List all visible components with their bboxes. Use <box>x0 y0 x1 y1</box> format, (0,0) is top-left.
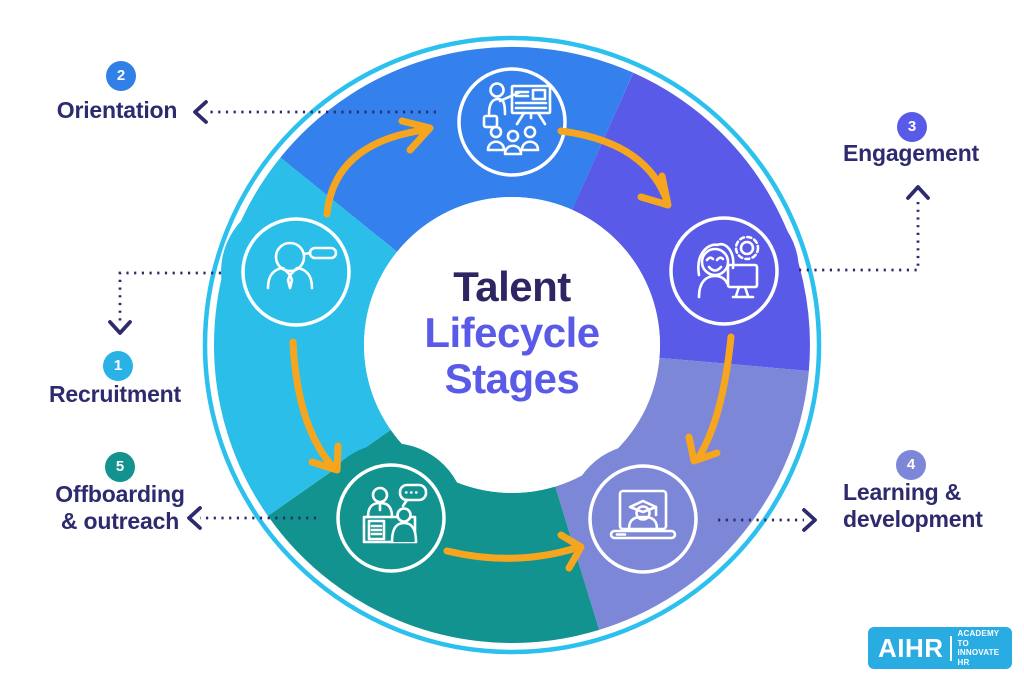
learning-graduate-laptop-icon <box>609 489 677 540</box>
engagement-employee-icon <box>697 235 760 299</box>
stage-number-badge-orientation: 2 <box>106 61 136 91</box>
aihr-logo-tagline: ACADEMY TO INNOVATE HR <box>957 629 1000 667</box>
logo-divider <box>949 635 952 661</box>
orientation-presenter-icon <box>482 82 552 156</box>
connector-arrowhead-offboarding <box>187 506 202 530</box>
arrowhead-icon <box>398 117 434 154</box>
arrowhead-icon <box>557 531 585 572</box>
stage-number-badge-recruitment: 1 <box>103 351 133 381</box>
arrowhead-icon <box>637 172 672 209</box>
icon-circle-engagement <box>669 216 779 326</box>
arrowhead-icon <box>685 433 721 465</box>
stage-label-offboarding: Offboarding & outreach <box>55 481 185 534</box>
stage-number-badge-engagement: 3 <box>897 112 927 142</box>
recruitment-magnifier-person-icon <box>266 241 338 290</box>
stage-label-orientation: Orientation <box>56 97 178 123</box>
title-line-talent: Talent <box>453 263 571 310</box>
connector-arrowhead-orientation <box>193 100 208 124</box>
stage-label-recruitment: Recruitment <box>49 381 181 407</box>
connector-line-engagement <box>799 198 920 272</box>
title-line-lifecycle: Lifecycle <box>424 309 600 356</box>
connector-arrowhead-engagement <box>906 185 930 200</box>
icon-circles <box>241 67 779 574</box>
flow-arrow-recruitment-to-offboarding <box>289 338 335 469</box>
flow-arrow-engagement-to-learning <box>696 333 735 459</box>
aihr-logo-text: AIHR <box>878 633 944 663</box>
aihr-logo: AIHR ACADEMY TO INNOVATE HR <box>868 627 1012 669</box>
icon-circle-recruitment <box>241 217 351 327</box>
connector-arrowhead-learning <box>802 508 817 532</box>
stage-label-engagement: Engagement <box>842 140 980 166</box>
stage-label-learning: Learning & development <box>843 479 983 532</box>
connector-arrowheads <box>108 100 930 532</box>
icon-circle-learning <box>588 464 698 574</box>
offboarding-exit-interview-icon <box>362 483 428 544</box>
flow-arrows <box>289 117 735 572</box>
flow-arrow-recruitment-to-orientation <box>323 126 428 218</box>
diagram-title: Talent Lifecycle Stages <box>352 264 672 402</box>
icon-circle-orientation <box>457 67 567 177</box>
connector-arrowhead-recruitment <box>108 320 132 335</box>
icon-circle-offboarding <box>336 463 446 573</box>
stage-number-badge-offboarding: 5 <box>105 452 135 482</box>
label-connectors <box>118 110 920 522</box>
outer-ring-outline <box>202 35 822 655</box>
arrowhead-icon <box>308 442 342 474</box>
connector-line-recruitment <box>118 271 221 322</box>
flow-arrow-offboarding-to-learning <box>443 544 580 562</box>
title-line-stages: Stages <box>444 355 580 402</box>
stage-number-badge-learning: 4 <box>896 450 926 480</box>
center-circle <box>364 197 660 493</box>
